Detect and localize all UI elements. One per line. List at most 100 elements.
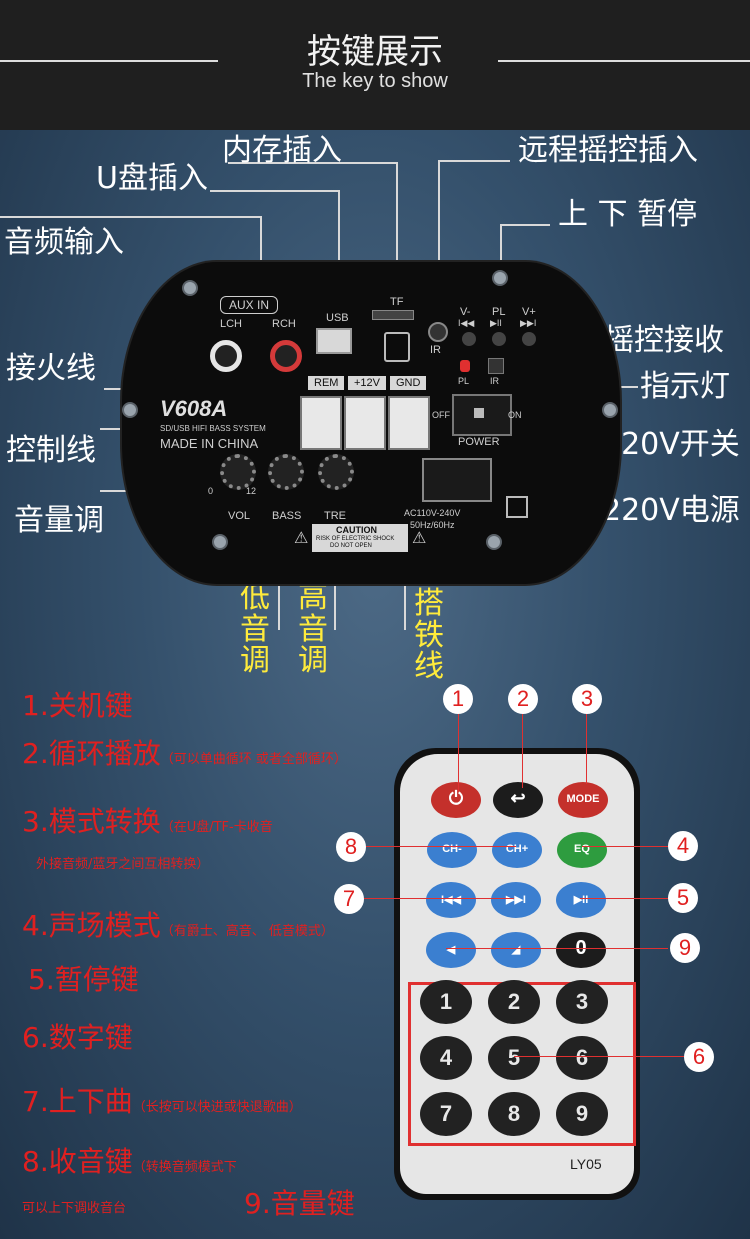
legend-main: 8.收音键 (22, 1145, 133, 1178)
ch-minus-button[interactable]: CH- (427, 832, 477, 868)
caution-detail-1: RISK OF ELECTRIC SHOCK (316, 536, 395, 542)
legend-item-7: 7.上下曲（长按可以快进或快退歌曲） (22, 1088, 302, 1116)
power-label: POWER (458, 436, 500, 448)
rem-terminal[interactable] (300, 396, 342, 450)
callout-indicator: 指示灯 (640, 369, 730, 404)
remote-jack[interactable] (428, 322, 448, 342)
tf-label: TF (390, 296, 404, 308)
leader-audio-h (0, 216, 262, 218)
callout-fire-wire: 接火线 (6, 351, 96, 386)
connector-5 (580, 898, 668, 899)
ac-frequency-label: 50Hz/60Hz (410, 520, 455, 530)
double-insulation-icon (506, 496, 528, 518)
ac-voltage-label: AC110V-240V (404, 508, 461, 518)
rca-right-jack[interactable] (270, 340, 302, 372)
ir-receiver-label: IR (490, 376, 499, 386)
legend-item-8: 8.收音键（转换音频模式下 (22, 1148, 237, 1176)
leader-updown-h (500, 224, 550, 226)
mode-button[interactable]: MODE (558, 782, 608, 818)
legend-note: （长按可以快进或快退歌曲） (132, 1100, 302, 1115)
legend-item-4: 4.声场模式（有爵士、高音、 低音模式） (22, 912, 334, 940)
legend-note: （可以单曲循环 或者全部循环） (160, 752, 347, 767)
digit-9-button[interactable]: 9 (556, 1092, 608, 1136)
v-plus-label: V+ (522, 306, 536, 318)
pl-label: PL (492, 306, 506, 318)
ch-plus-label: CH+ (505, 843, 529, 855)
header-rule-right (498, 60, 750, 62)
play-pause-button[interactable]: ▶II (556, 882, 606, 918)
lch-label: LCH (220, 318, 243, 330)
prev-track-button[interactable]: I◀◀ (426, 882, 476, 918)
usb-port[interactable] (316, 328, 352, 354)
plus12v-label: +12V (348, 376, 386, 390)
sd-card-icon (384, 332, 410, 362)
digit-3-button[interactable]: 3 (556, 980, 608, 1024)
digit-4-button[interactable]: 4 (420, 1036, 472, 1080)
eq-button[interactable]: EQ (557, 832, 607, 868)
connector-3 (586, 712, 587, 784)
rca-left-jack[interactable] (210, 340, 242, 372)
legend-item-8-cont: 可以上下调收音台 (22, 1201, 127, 1216)
play-pause-icon: ▶II (490, 318, 502, 328)
volume-knob[interactable] (220, 454, 256, 490)
connector-8 (366, 846, 516, 847)
legend-note: （转换音频模式下 (132, 1160, 237, 1175)
badge-8: 8 (336, 832, 366, 862)
badge-1: 1 (443, 684, 473, 714)
digit-2-button[interactable]: 2 (488, 980, 540, 1024)
usb-label: USB (326, 312, 349, 324)
callout-bass: 低音调 (240, 580, 270, 678)
on-label: ON (508, 410, 522, 420)
board-vol-up-button[interactable] (522, 332, 536, 346)
ac-power-socket[interactable] (422, 458, 492, 502)
tre-label: TRE (324, 510, 346, 522)
loop-button[interactable]: ↩ (493, 782, 543, 818)
power-button[interactable]: ⏻ (431, 782, 481, 818)
connector-4 (582, 846, 668, 847)
rem-label: REM (308, 376, 345, 390)
volume-up-button[interactable]: ◢ (491, 932, 541, 968)
bass-knob[interactable] (268, 454, 304, 490)
digit-6-button[interactable]: 6 (556, 1036, 608, 1080)
legend-item-2: 2.循环播放（可以单曲循环 或者全部循环） (22, 740, 347, 768)
board-vol-down-button[interactable] (462, 332, 476, 346)
legend-main: 2.循环播放 (22, 737, 161, 770)
warning-icon: ⚠ (294, 530, 309, 547)
knob-min-label: 0 (208, 486, 214, 496)
screw-icon (212, 534, 228, 550)
aux-in-label: AUX IN (220, 296, 279, 314)
tf-slot[interactable] (372, 310, 414, 320)
screw-icon (122, 402, 138, 418)
leader-udisk-v (338, 190, 340, 330)
next-icon: ▶▶I (520, 318, 537, 328)
legend-item-6: 6.数字键 (22, 1021, 133, 1054)
loop-icon: ↩ (510, 788, 526, 808)
connector-9 (446, 948, 668, 949)
connector-6 (514, 1056, 684, 1057)
badge-9: 9 (670, 933, 700, 963)
power-switch[interactable] (452, 394, 512, 436)
digit-7-button[interactable]: 7 (420, 1092, 472, 1136)
digit-5-button[interactable]: 5 (488, 1036, 540, 1080)
power-icon: ⏻ (448, 788, 464, 808)
gnd-terminal[interactable] (388, 396, 430, 450)
callout-control-wire: 控制线 (6, 433, 96, 468)
board-play-button[interactable] (492, 332, 506, 346)
volume-down-button[interactable]: ◀ (426, 932, 476, 968)
digit-1-button[interactable]: 1 (420, 980, 472, 1024)
ch-plus-button[interactable]: CH+ (492, 832, 542, 868)
digit-0-button[interactable]: 0 (556, 932, 606, 968)
plus12v-terminal[interactable] (344, 396, 386, 450)
digit-8-button[interactable]: 8 (488, 1092, 540, 1136)
caution-detail-2: DO NOT OPEN (330, 543, 372, 549)
badge-6: 6 (684, 1042, 714, 1072)
next-track-button[interactable]: ▶▶I (491, 882, 541, 918)
callout-audio-in: 音频输入 (4, 225, 124, 260)
page-title: 按键展示 (307, 32, 443, 72)
prev-track-icon: I◀◀ (441, 894, 461, 906)
treble-knob[interactable] (318, 454, 354, 490)
legend-item-3-cont: 外接音频/蓝牙之间互相转换） (36, 857, 210, 872)
gnd-label: GND (390, 376, 427, 390)
callout-ir-receive: 摇控接收 (604, 323, 724, 358)
caution-label: CAUTION (336, 525, 377, 535)
